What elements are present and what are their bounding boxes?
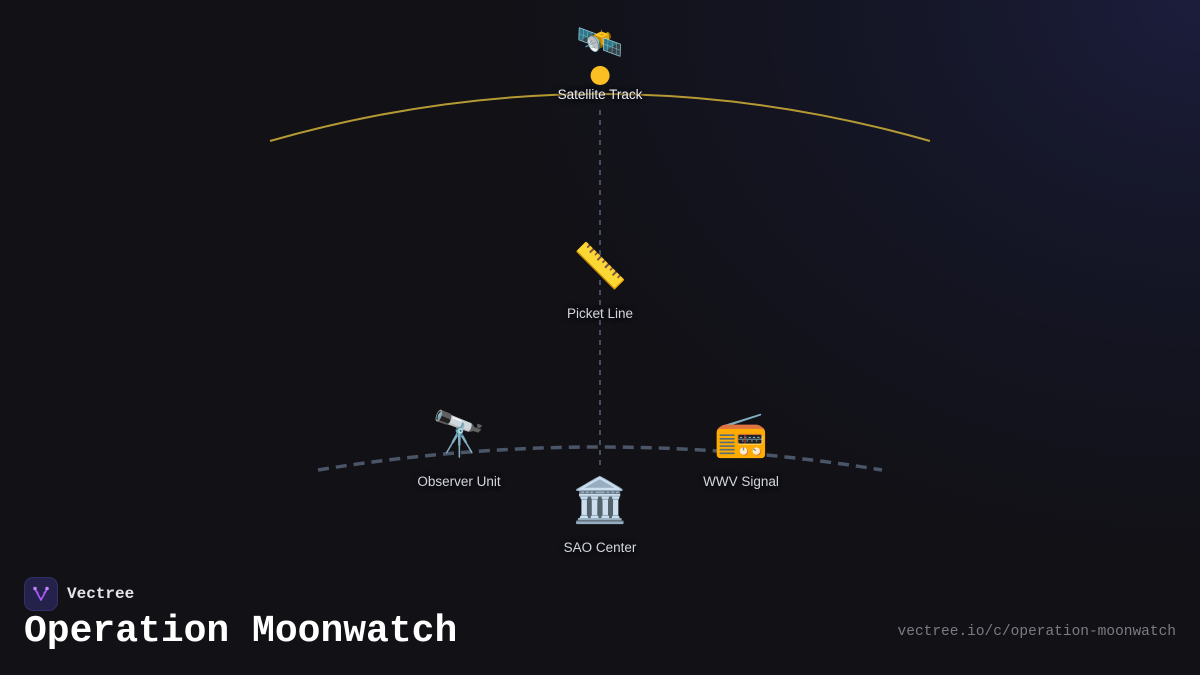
- brand-name: Vectree: [67, 585, 135, 603]
- classical-building-icon: 🏛️: [572, 475, 628, 526]
- node-wwv-signal[interactable]: 📻 WWV Signal: [703, 409, 779, 490]
- node-picket-line[interactable]: 📏 Picket Line: [566, 241, 634, 322]
- node-observer-unit[interactable]: 🔭 Observer Unit: [417, 409, 501, 490]
- radio-icon: 📻: [713, 409, 769, 460]
- node-sao-center[interactable]: 🏛️ SAO Center: [563, 475, 637, 556]
- ruler-icon: 📏: [572, 241, 628, 292]
- satellite-orbit-arc: [269, 93, 931, 142]
- vectree-fork-icon: [24, 577, 58, 611]
- page-title: Operation Moonwatch: [24, 610, 458, 653]
- ground-network-arc: [317, 445, 883, 472]
- telescope-icon: 🔭: [431, 409, 487, 460]
- node-satellite-track[interactable]: 🛰️ Satellite Track: [558, 22, 643, 102]
- node-label: Observer Unit: [417, 474, 501, 489]
- source-url[interactable]: vectree.io/c/operation-moonwatch: [897, 624, 1176, 640]
- node-label: Satellite Track: [557, 87, 643, 102]
- node-label: Picket Line: [566, 306, 634, 321]
- node-label: SAO Center: [563, 540, 637, 555]
- brand[interactable]: Vectree: [24, 577, 134, 611]
- satellite-icon: 🛰️: [576, 20, 624, 64]
- satellite-position-marker: [590, 66, 610, 85]
- node-label: WWV Signal: [703, 474, 779, 489]
